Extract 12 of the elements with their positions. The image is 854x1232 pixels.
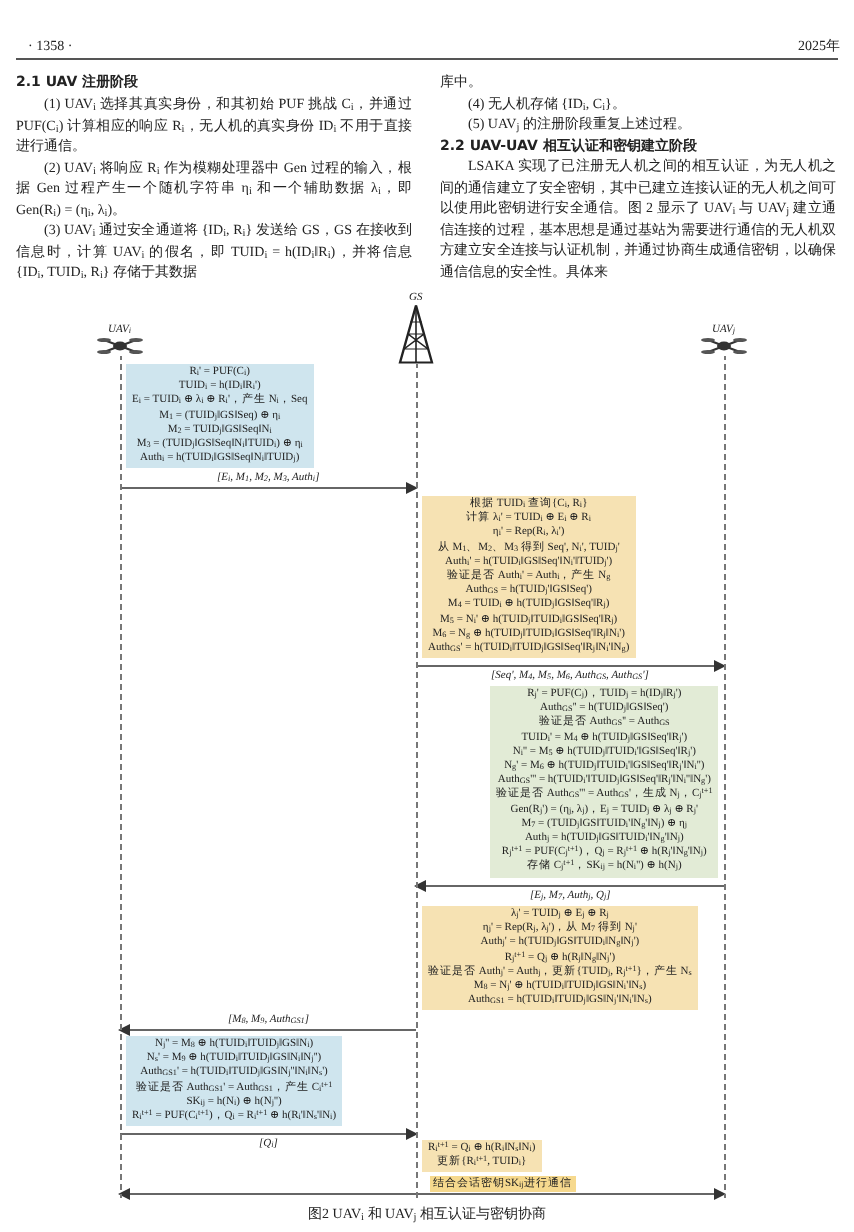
computation-box: [422, 906, 698, 1011]
message-arrow: [415, 660, 726, 672]
computation-box: [422, 496, 636, 659]
message-arrow: [118, 1024, 417, 1036]
message-arrow: [414, 880, 725, 892]
message-arrow: [119, 482, 418, 494]
computation-box: [126, 364, 314, 469]
computation-box: [422, 1140, 542, 1173]
message-arrow: [118, 1188, 726, 1200]
message-arrow: [119, 1128, 418, 1140]
computation-box: [126, 1036, 343, 1127]
computation-box: [490, 686, 719, 878]
